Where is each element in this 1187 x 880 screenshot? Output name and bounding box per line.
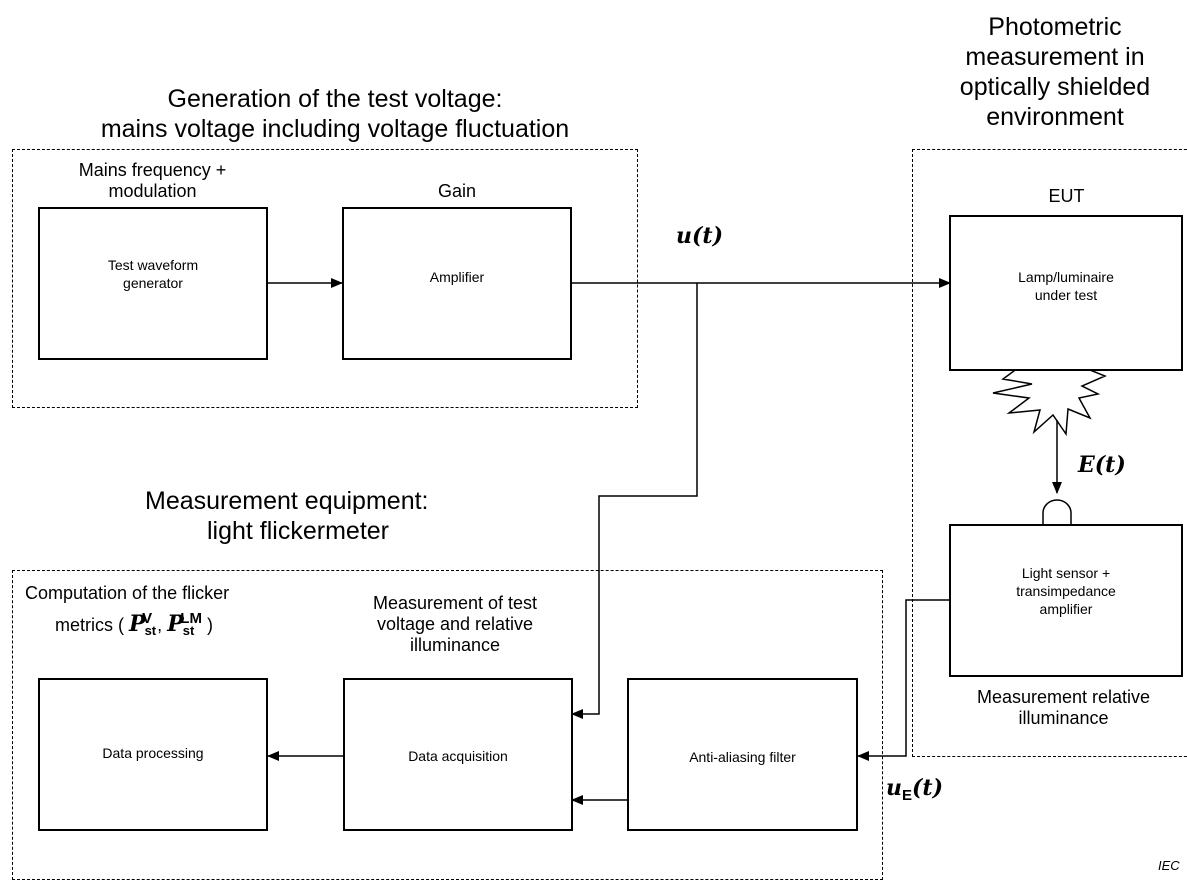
signal-ue-label: uE(t) bbox=[886, 775, 943, 804]
meas-rel-label-line-2: illuminance bbox=[1018, 708, 1109, 728]
photometric-section-border bbox=[912, 149, 1187, 757]
generation-section-border bbox=[12, 149, 638, 408]
measurement-test-label-line-3: illuminance bbox=[409, 635, 501, 655]
photometric-heading: Photometric measurement in optically shi… bbox=[930, 12, 1180, 132]
signal-ue-sub: E bbox=[902, 787, 913, 804]
anti-aliasing-filter-text: Anti-aliasing filter bbox=[689, 749, 796, 765]
test-waveform-generator-block: Test waveform generator bbox=[38, 207, 268, 360]
light-sensor-line-1: Light sensor + bbox=[1021, 565, 1111, 581]
light-sensor-line-3: amplifier bbox=[1039, 601, 1093, 617]
iec-mark: IEC bbox=[1158, 858, 1180, 873]
test-waveform-generator-text: Test waveform generator bbox=[40, 256, 266, 292]
data-processing-block: Data processing bbox=[38, 678, 268, 831]
pst-lm-base: P bbox=[167, 611, 184, 637]
sensor-dome bbox=[1042, 499, 1072, 525]
photometric-heading-line-3: optically shielded bbox=[959, 73, 1151, 101]
photometric-heading-line-4: environment bbox=[986, 103, 1124, 131]
metrics-text: metrics ( bbox=[55, 615, 124, 635]
amplifier-text: Amplifier bbox=[429, 269, 485, 285]
gain-label: Gain bbox=[437, 181, 477, 201]
measurement-test-label-line-2: voltage and relative bbox=[376, 614, 534, 634]
photometric-heading-line-1: Photometric bbox=[988, 13, 1122, 41]
light-burst bbox=[992, 367, 1107, 437]
pst-lm-sup: LM bbox=[180, 610, 202, 627]
mains-frequency-label: Mains frequency + modulation bbox=[40, 160, 265, 202]
computation-label-line-2: metrics ( PstV , PstLM ) bbox=[25, 608, 325, 641]
computation-label-line-1: Computation of the flicker bbox=[25, 583, 230, 603]
test-waveform-line-2: generator bbox=[123, 275, 183, 291]
pst-v-symbol: PstV bbox=[129, 610, 156, 638]
metrics-close-paren: ) bbox=[206, 615, 213, 635]
pst-v-base: P bbox=[129, 611, 146, 637]
meas-rel-label-line-1: Measurement relative bbox=[976, 687, 1151, 707]
computation-label: Computation of the flicker metrics ( Pst… bbox=[25, 583, 325, 641]
measurement-heading-line-1: Measurement equipment: bbox=[145, 487, 429, 515]
measurement-relative-illuminance-label: Measurement relative illuminance bbox=[940, 687, 1187, 729]
arrow-ut-to-data-acquisition bbox=[571, 283, 698, 719]
signal-ut-label: u(t) bbox=[676, 223, 723, 249]
eut-label: EUT bbox=[1048, 186, 1085, 206]
measurement-heading: Measurement equipment: light flickermete… bbox=[145, 486, 545, 546]
measurement-test-label-line-1: Measurement of test bbox=[372, 593, 538, 613]
amplifier-block: Amplifier bbox=[342, 207, 572, 360]
mains-label-line-2: modulation bbox=[108, 181, 197, 201]
data-acquisition-text: Data acquisition bbox=[408, 748, 508, 764]
arrow-sensor-to-filter bbox=[857, 599, 950, 761]
pst-lm-symbol: PstLM bbox=[167, 610, 202, 638]
generation-heading: Generation of the test voltage: mains vo… bbox=[40, 84, 630, 144]
lamp-line-1: Lamp/luminaire bbox=[1018, 269, 1114, 285]
measurement-heading-line-2: light flickermeter bbox=[207, 517, 389, 545]
light-sensor-line-2: transimpedance bbox=[1016, 583, 1116, 599]
mains-label-line-1: Mains frequency + bbox=[78, 160, 227, 180]
lamp-block: Lamp/luminaire under test bbox=[949, 215, 1183, 371]
measurement-test-voltage-label: Measurement of test voltage and relative… bbox=[335, 593, 575, 656]
lamp-line-2: under test bbox=[1034, 287, 1098, 303]
pst-lm-sub: st bbox=[182, 623, 195, 638]
pst-v-sub: st bbox=[144, 623, 157, 638]
signal-ue-base: u bbox=[886, 775, 902, 801]
test-waveform-line-1: Test waveform bbox=[107, 257, 199, 273]
signal-ue-arg: (t) bbox=[912, 775, 943, 801]
data-processing-text: Data processing bbox=[102, 745, 204, 761]
light-sensor-block: Light sensor + transimpedance amplifier bbox=[949, 524, 1183, 677]
metrics-comma: , bbox=[157, 615, 163, 635]
anti-aliasing-filter-block: Anti-aliasing filter bbox=[627, 678, 858, 831]
signal-et-label: E(t) bbox=[1078, 452, 1126, 478]
photometric-heading-line-2: measurement in bbox=[965, 43, 1145, 71]
light-sensor-text: Light sensor + transimpedance amplifier bbox=[951, 564, 1181, 618]
generation-heading-line-1: Generation of the test voltage: bbox=[167, 85, 503, 113]
pst-v-sup: V bbox=[142, 610, 153, 627]
data-acquisition-block: Data acquisition bbox=[343, 678, 573, 831]
generation-heading-line-2: mains voltage including voltage fluctuat… bbox=[100, 115, 570, 143]
lamp-text: Lamp/luminaire under test bbox=[951, 268, 1181, 304]
